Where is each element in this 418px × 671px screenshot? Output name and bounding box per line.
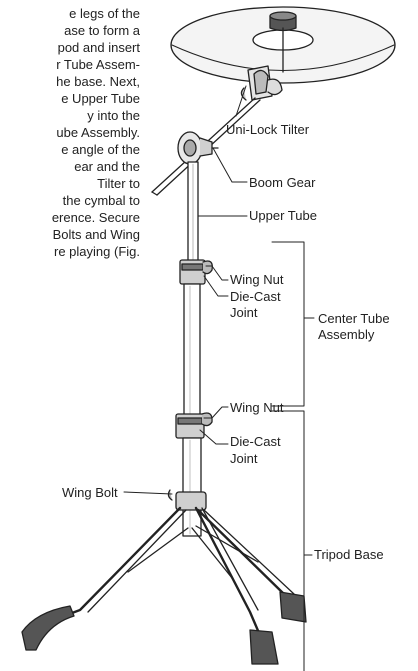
paragraph-line: r Tube Assem- xyxy=(56,57,140,72)
lower-tube-drawing xyxy=(182,437,202,537)
label-center-tube-line2: Assembly xyxy=(318,327,375,342)
paragraph-line: Bolts and Wing xyxy=(52,227,140,242)
center-tube-bracket xyxy=(271,241,305,407)
label-die-cast-joint-2-line1: Die-Cast xyxy=(230,434,281,449)
label-tripod-base: Tripod Base xyxy=(314,547,384,562)
upper-joint-drawing xyxy=(179,259,213,285)
paragraph-line: ube Assembly. xyxy=(56,125,140,140)
paragraph-line: Tilter to xyxy=(97,176,140,191)
paragraph-line: e legs of the xyxy=(69,6,140,21)
callout-die-cast-joint-2 xyxy=(199,429,229,445)
boom-gear-drawing xyxy=(177,131,219,165)
lower-joint-drawing xyxy=(175,412,213,439)
paragraph-line: e Upper Tube xyxy=(61,91,140,106)
label-boom-gear: Boom Gear xyxy=(249,175,316,190)
paragraph-line: pod and insert xyxy=(57,40,140,55)
callout-uni-lock-tilter xyxy=(235,85,247,117)
tripod-base-drawing xyxy=(21,489,307,665)
label-wing-nut-2: Wing Nut xyxy=(230,400,284,415)
label-uni-lock-tilter: Uni-Lock Tilter xyxy=(226,122,310,137)
label-wing-nut-1: Wing Nut xyxy=(230,272,284,287)
paragraph-line: e angle of the xyxy=(61,142,140,157)
paragraph-line: he base. Next, xyxy=(56,74,140,89)
label-center-tube-line1: Center Tube xyxy=(318,311,390,326)
label-die-cast-joint-1-line1: Die-Cast xyxy=(230,289,281,304)
paragraph-line: ase to form a xyxy=(64,23,140,38)
upper-tube-drawing xyxy=(187,161,199,263)
cymbal-drawing xyxy=(170,6,396,84)
center-tube-drawing xyxy=(183,283,201,417)
callout-lines xyxy=(123,85,315,671)
label-die-cast-joint-2-line2: Joint xyxy=(230,451,258,466)
callout-boom-gear xyxy=(212,147,248,183)
callout-die-cast-joint-1 xyxy=(203,275,229,297)
callout-wing-bolt xyxy=(123,491,173,495)
label-die-cast-joint-1-line2: Joint xyxy=(230,305,258,320)
paragraph-line: erence. Secure xyxy=(51,210,140,225)
paragraph-line: y into the xyxy=(87,108,140,123)
paragraph-line: ear and the xyxy=(74,159,140,174)
label-wing-bolt: Wing Bolt xyxy=(62,485,118,500)
paragraph-line: re playing (Fig. xyxy=(54,244,140,259)
tripod-base-bracket xyxy=(271,410,305,671)
callout-wing-nut-1 xyxy=(205,265,229,281)
paragraph-line: the cymbal to xyxy=(62,193,140,208)
label-upper-tube: Upper Tube xyxy=(249,208,317,223)
callout-wing-nut-2 xyxy=(203,406,229,419)
